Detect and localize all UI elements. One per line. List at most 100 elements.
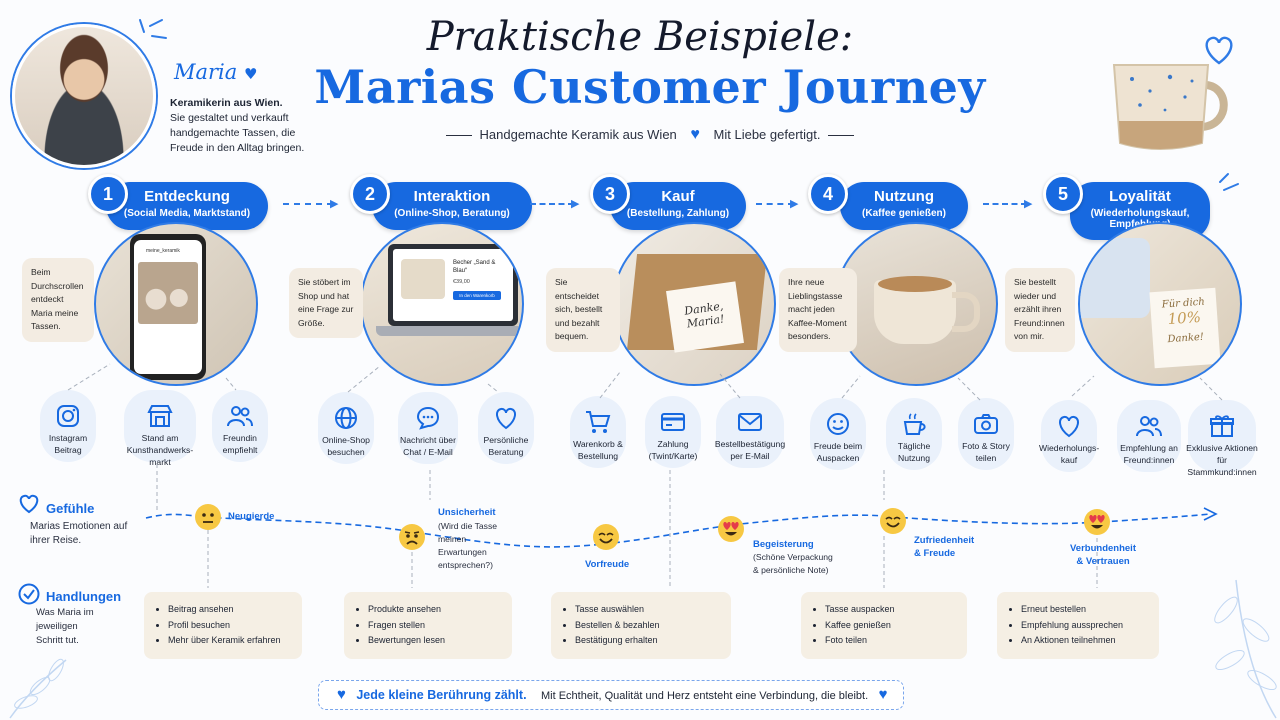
emotion-label: Zufriedenheit & Freude bbox=[914, 535, 975, 559]
heart-eyes-icon bbox=[718, 516, 744, 542]
touchpoint-card bbox=[716, 396, 784, 468]
chat-icon bbox=[416, 406, 440, 430]
arrow-head-icon: ▶ bbox=[330, 198, 339, 210]
step-title: Nutzung bbox=[874, 188, 934, 205]
heart-icon bbox=[1059, 415, 1079, 438]
touchpoint-label: Bestellbestätigung per E-Mail bbox=[714, 439, 786, 461]
step-number-4: 4 bbox=[808, 174, 848, 214]
touchpoint-card bbox=[478, 392, 534, 464]
page-title: Marias Customer Journey bbox=[314, 60, 986, 114]
emotion-label: Verbundenheit & Vertrauen bbox=[1070, 543, 1136, 567]
market-stall-icon bbox=[147, 405, 173, 427]
sparkle-lines-icon bbox=[1219, 173, 1239, 191]
touchpoint-label: Online-Shop besuchen bbox=[322, 435, 370, 457]
action-item: Profil besuchen bbox=[168, 618, 290, 634]
worried-face-icon bbox=[399, 524, 425, 550]
mail-icon bbox=[738, 413, 762, 431]
photo-package: Danke, Maria! bbox=[612, 222, 776, 386]
touchpoint-label: Exklusive Aktionen für Stammkund:innen bbox=[1186, 443, 1258, 477]
step-arrow bbox=[756, 203, 794, 205]
touchpoint-card bbox=[570, 396, 626, 468]
step-subtitle: (Bestellung, Zahlung) bbox=[626, 208, 730, 219]
arrow-head-icon: ▶ bbox=[1024, 198, 1033, 210]
action-item: Bestätigung erhalten bbox=[575, 633, 719, 649]
add-to-cart-button[interactable]: In den Warenkorb bbox=[453, 291, 501, 300]
step-pill-3: Kauf(Bestellung, Zahlung) bbox=[610, 182, 746, 230]
speech-bubble-step-3: Sie entscheidet sich, bestellt und bezah… bbox=[546, 268, 620, 352]
emotion-sublabel: (Wird die Tasse meinen Erwartungen entsp… bbox=[438, 521, 498, 570]
product-price: €39,00 bbox=[453, 279, 470, 285]
action-item: Fragen stellen bbox=[368, 618, 500, 634]
action-item: Tasse auswählen bbox=[575, 602, 719, 618]
touchpoint-label: Wiederholungs-kauf bbox=[1039, 443, 1100, 465]
emotion-label: Begeisterung bbox=[753, 539, 814, 550]
touchpoint-card bbox=[886, 398, 942, 470]
footer-text: Mit Echtheit, Qualität und Herz entsteht… bbox=[541, 690, 869, 702]
action-box-step-4: Tasse auspackenKaffee genießenFoto teile… bbox=[801, 592, 967, 659]
globe-icon bbox=[335, 407, 357, 429]
touchpoint-label: Empfehlung an Freund:innen bbox=[1120, 443, 1178, 465]
laptop-screen: Becher „Sand & Blau“ €39,00 In den Waren… bbox=[388, 244, 518, 326]
touchpoint-label: Freundin empfiehlt bbox=[222, 433, 258, 455]
maria-portrait bbox=[12, 24, 156, 168]
action-item: An Aktionen teilnehmen bbox=[1021, 633, 1147, 649]
touchpoint-label: Tägliche Nutzung bbox=[897, 441, 931, 463]
touchpoint-label: Instagram Beitrag bbox=[48, 433, 88, 455]
ceramic-cup-icon bbox=[1112, 64, 1228, 150]
touchpoint-card bbox=[1188, 400, 1256, 472]
actions-title: Handlungen bbox=[46, 589, 122, 604]
heart-icon bbox=[496, 407, 516, 430]
touchpoint-card bbox=[810, 398, 866, 470]
arrow-head-icon: ▶ bbox=[571, 198, 580, 210]
touchpoint-card bbox=[1041, 400, 1097, 472]
touchpoint-card bbox=[645, 396, 701, 468]
action-item: Mehr über Keramik erfahren bbox=[168, 633, 290, 649]
speech-bubble-step-5: Sie bestellt wieder und erzählt ihren Fr… bbox=[1005, 268, 1075, 352]
touchpoint-card bbox=[40, 390, 96, 462]
smiling-face-icon bbox=[880, 508, 906, 534]
smiling-face-icon bbox=[593, 524, 619, 550]
step-pill-2: Interaktion (Online-Shop, Beratung) bbox=[372, 182, 532, 230]
step-subtitle: (Online-Shop, Beratung) bbox=[394, 208, 510, 219]
emotion-label: Vorfreude bbox=[585, 559, 630, 570]
touchpoint-label: Persönliche Beratung bbox=[483, 435, 529, 457]
touchpoint-card bbox=[212, 390, 268, 462]
step-arrow bbox=[530, 203, 574, 205]
action-box-step-5: Erneut bestellenEmpfehlung aussprechenAn… bbox=[997, 592, 1159, 659]
action-item: Kaffee genießen bbox=[825, 618, 955, 634]
step-arrow bbox=[283, 203, 333, 205]
action-box-step-1: Beitrag ansehenProfil besuchenMehr über … bbox=[144, 592, 302, 659]
users-icon bbox=[1136, 416, 1162, 437]
phone-frame: meine_keramik bbox=[130, 234, 206, 380]
step-number-2: 2 bbox=[350, 174, 390, 214]
step-title: Loyalität bbox=[1109, 188, 1171, 205]
heart-outline-icon bbox=[1205, 36, 1233, 65]
emotion-label: Neugierde bbox=[228, 511, 275, 522]
photo-laptop-shop: Becher „Sand & Blau“ €39,00 In den Waren… bbox=[360, 222, 524, 386]
maria-description: Keramikerin aus Wien.Sie gestaltet und v… bbox=[170, 97, 305, 154]
heart-icon: ♥ bbox=[878, 686, 888, 703]
step-arrow bbox=[983, 203, 1027, 205]
leaf-decoration-icon bbox=[1214, 579, 1277, 719]
product-name: Becher „Sand & Blau“ bbox=[453, 260, 496, 274]
touchpoint-card bbox=[318, 392, 374, 464]
speech-bubble-step-2: Sie stöbert im Shop und hat eine Frage z… bbox=[289, 268, 363, 338]
heart-outline-icon bbox=[19, 494, 39, 514]
neutral-face-icon bbox=[195, 504, 221, 530]
maria-name: Maria ♥ bbox=[174, 60, 258, 84]
leaf-decoration-icon bbox=[9, 658, 67, 719]
step-subtitle: (Social Media, Marktstand) bbox=[123, 208, 251, 219]
step-number-5: 5 bbox=[1043, 174, 1083, 214]
speech-bubble-step-1: Beim Durchscrollen entdeckt Maria meine … bbox=[22, 258, 94, 342]
speech-bubble-step-4: Ihre neue Lieblingstasse macht jeden Kaf… bbox=[779, 268, 857, 352]
footer-banner: ♥ Jede kleine Berührung zählt. Mit Echth… bbox=[318, 680, 904, 710]
action-item: Foto teilen bbox=[825, 633, 955, 649]
action-item: Erneut bestellen bbox=[1021, 602, 1147, 618]
touchpoint-label: Freude beim Auspacken bbox=[813, 441, 863, 463]
page-supertitle: Praktische Beispiele: bbox=[426, 14, 854, 60]
touchpoint-card bbox=[398, 392, 458, 464]
step-title: Interaktion bbox=[413, 188, 491, 205]
instagram-handle: meine_keramik bbox=[146, 248, 180, 254]
photo-instagram-phone: meine_keramik bbox=[94, 222, 258, 386]
